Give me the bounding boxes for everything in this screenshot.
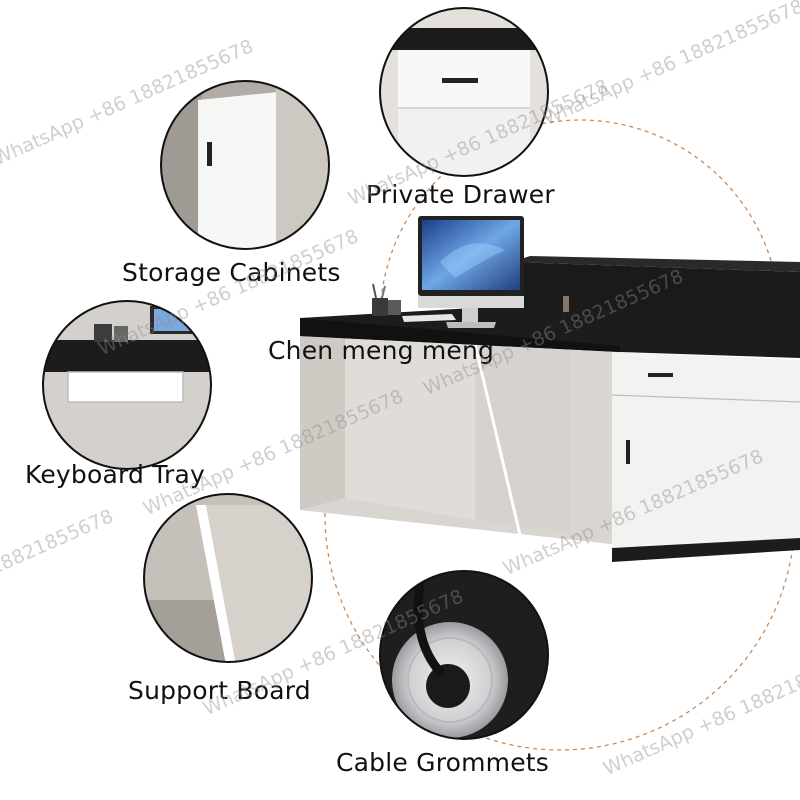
- storage-cabinets-detail: [160, 80, 330, 250]
- reception-desk: [300, 216, 800, 562]
- cable-grommets-label: Cable Grommets: [336, 748, 550, 777]
- cable-grommets-detail: [379, 570, 549, 740]
- private-drawer-detail: [379, 7, 549, 177]
- private-drawer-label: Private Drawer: [366, 180, 555, 209]
- support-board-label: Support Board: [128, 676, 311, 705]
- storage-cabinets-label: Storage Cabinets: [122, 258, 341, 287]
- keyboard-tray-detail: [42, 300, 212, 470]
- support-board-detail: [143, 493, 313, 663]
- keyboard-tray-label: Keyboard Tray: [25, 460, 206, 489]
- center-caption: Chen meng meng: [268, 336, 495, 365]
